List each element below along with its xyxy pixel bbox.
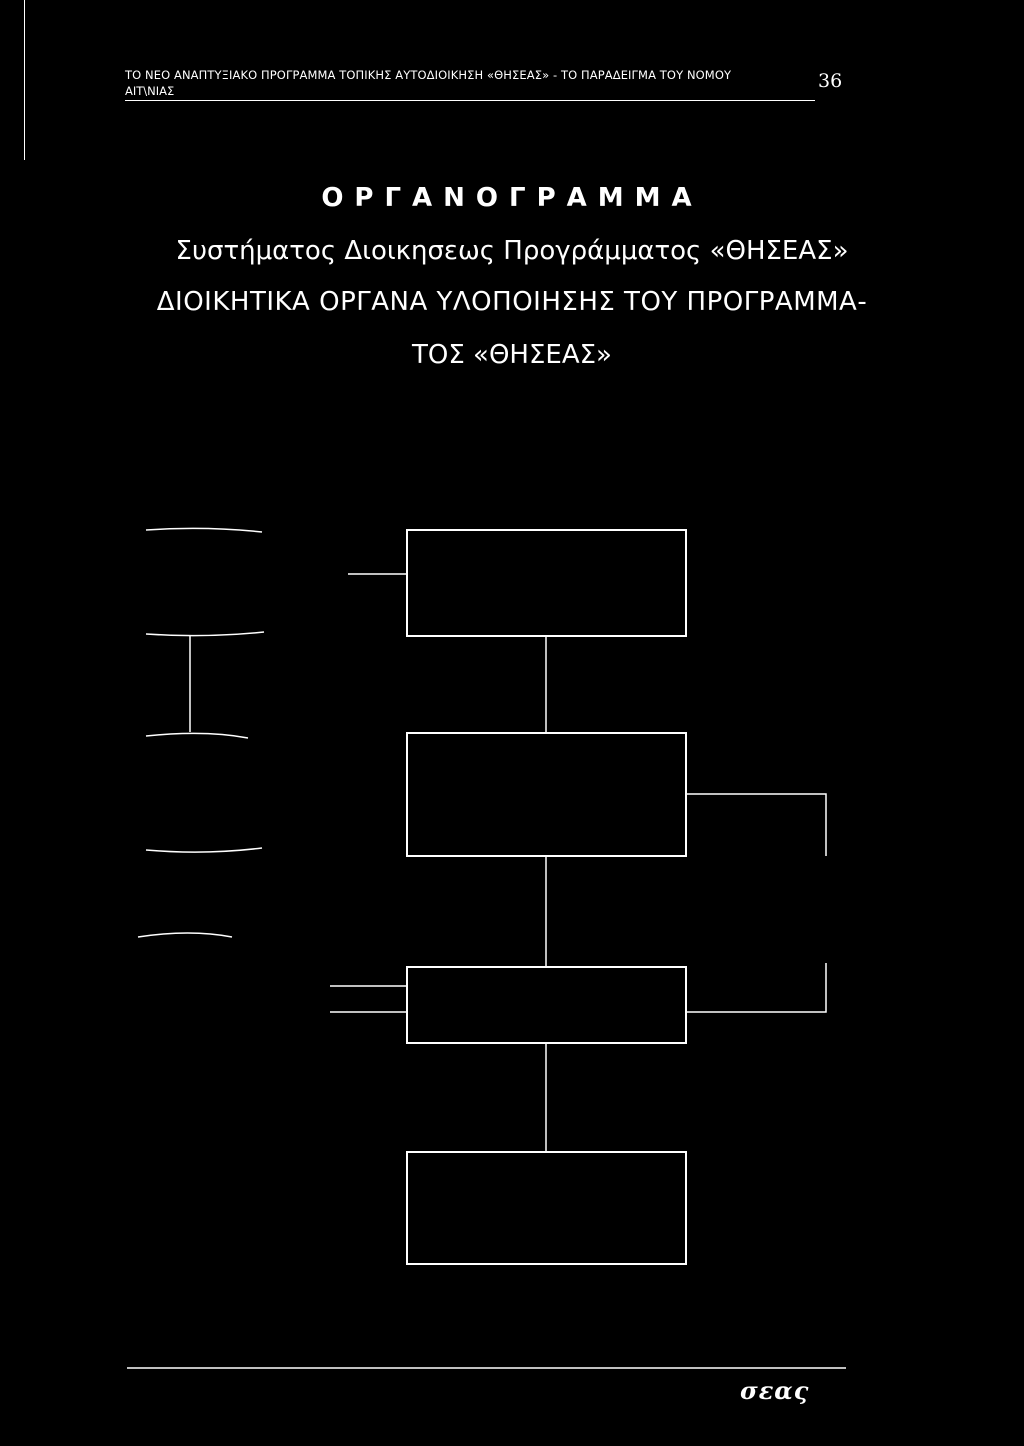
page-title: ΟΡΓΑΝΟΓΡΑΜΜΑ [321,183,703,213]
left-shape-low [137,932,233,938]
page-number: 36 [818,70,843,92]
header-rule [125,100,815,101]
section-heading-line2: ΤΟΣ «ΘΗΣΕΑΣ» [412,340,612,370]
section-heading-line1: ΔΙΟΙΚΗΤΙΚΑ ΟΡΓΑΝΑ ΥΛΟΠΟΙΗΣΗΣ ΤΟΥ ΠΡΟΓΡΑΜ… [156,287,868,317]
page-subtitle: Συστήματος Διοικησεως Προγράμματος «ΘΗΣΕ… [175,236,849,266]
right-connector-box3 [686,963,827,1013]
org-box-4 [406,1151,687,1265]
running-header-line2: ΑΙΤ\ΝΙΑΣ [125,84,175,98]
org-box-1 [406,529,687,637]
left-shape-bracket-bottom [145,732,249,739]
left-margin-line [24,0,25,160]
org-box-3 [406,966,687,1044]
left-shape-top [145,527,263,533]
left-shape-bracket-top [145,631,265,637]
footer-logo-mark: σεας [740,1376,810,1405]
running-header-line1: ΤΟ ΝΕΟ ΑΝΑΠΤΥΞΙΑΚΟ ΠΡΟΓΡΑΜΜΑ ΤΟΠΙΚΗΣ ΑΥΤ… [125,68,732,82]
org-box-2 [406,732,687,857]
left-shape-mid [145,847,263,853]
right-connector-box2 [686,793,827,856]
